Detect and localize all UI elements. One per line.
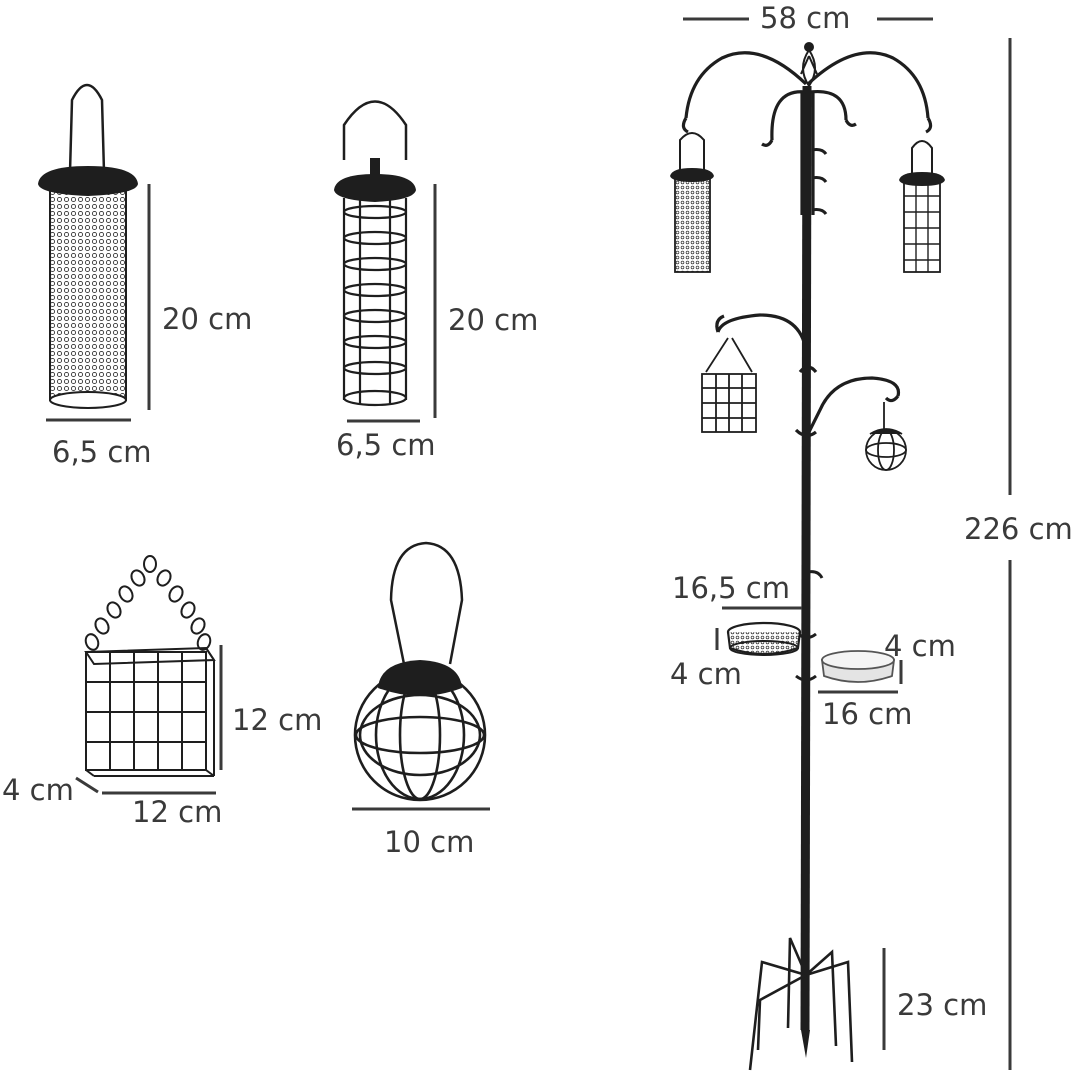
tube-lid xyxy=(38,166,138,196)
feeding-station-pole xyxy=(670,42,945,1071)
mesh-tube-width-label: 6,5 cm xyxy=(52,435,152,469)
hanger-loop xyxy=(389,541,464,665)
cage-tube-width-dimension: 6,5 cm xyxy=(336,419,436,462)
cage-tube-height-dimension: 20 cm xyxy=(433,184,538,418)
suet-cage-depth-label: 4 cm xyxy=(2,773,74,807)
water-dish-depth-label: 4 cm xyxy=(884,629,956,663)
hanging-chain xyxy=(84,555,212,651)
water-dish-width-label: 16 cm xyxy=(822,697,912,731)
middle-left-hook xyxy=(715,313,818,374)
pole-finial xyxy=(804,42,814,52)
mesh-tray-depth-dimension: 4 cm xyxy=(670,628,742,691)
hanger-loop xyxy=(68,83,106,173)
mesh-tray-width-label: 16,5 cm xyxy=(672,571,790,605)
suet-cage-height-dimension: 12 cm xyxy=(219,645,322,770)
pole-width-label: 58 cm xyxy=(760,1,850,35)
mesh-tube-feeder xyxy=(38,83,138,409)
pole-width-dimension: 58 cm xyxy=(683,1,933,35)
cage-tube-width-label: 6,5 cm xyxy=(336,428,436,462)
tube-base xyxy=(49,391,127,409)
mesh-tube-body xyxy=(49,189,127,401)
small-ball-feeder xyxy=(865,402,907,471)
mesh-seed-tray xyxy=(726,621,802,656)
water-dish xyxy=(820,650,896,683)
mesh-tray-width-dimension: 16,5 cm xyxy=(672,571,802,610)
stake-depth-label: 23 cm xyxy=(897,988,987,1022)
suet-cage-width-label: 12 cm xyxy=(132,795,222,829)
pole-twist-ornament xyxy=(800,48,818,88)
right-hanging-cage-feeder xyxy=(899,140,945,273)
mesh-tube-height-dimension: 20 cm xyxy=(147,184,252,410)
ball-feeder xyxy=(353,541,487,802)
mesh-tray-depth-label: 4 cm xyxy=(670,657,742,691)
cage-tube-height-label: 20 cm xyxy=(448,303,538,337)
hanger-loop xyxy=(342,100,408,160)
top-hook-arms xyxy=(681,51,933,215)
pole-height-label: 226 cm xyxy=(964,512,1073,546)
cage-tube-feeder xyxy=(334,100,416,407)
cage-hanger-post xyxy=(370,158,380,178)
suet-cage-grid xyxy=(84,646,216,777)
pole-shaft xyxy=(800,85,812,1031)
water-dish-depth-dimension: 4 cm xyxy=(884,629,956,684)
suet-cage-height-label: 12 cm xyxy=(232,703,322,737)
ground-stake-legs xyxy=(748,937,854,1071)
pole-brackets xyxy=(811,148,828,215)
suet-cage-width-dimension: 12 cm xyxy=(102,791,222,829)
mesh-tube-height-label: 20 cm xyxy=(162,302,252,336)
ball-lid xyxy=(378,660,462,696)
cage-tube-bars xyxy=(342,198,408,407)
suet-cage-depth-dimension: 4 cm xyxy=(2,773,99,807)
left-hanging-mesh-feeder xyxy=(670,132,714,273)
pole-spike xyxy=(801,1030,810,1058)
mesh-tube-width-dimension: 6,5 cm xyxy=(46,418,152,469)
suet-cage-feeder xyxy=(84,555,216,777)
water-dish-width-dimension: 16 cm xyxy=(818,690,912,731)
pole-height-dimension: 226 cm xyxy=(964,38,1073,1070)
middle-right-hook xyxy=(794,376,901,439)
ball-feeder-width-dimension: 10 cm xyxy=(352,807,490,859)
small-suet-cage xyxy=(701,337,757,433)
ball-feeder-width-label: 10 cm xyxy=(384,825,474,859)
tube-lid xyxy=(334,174,416,202)
stake-depth-dimension: 23 cm xyxy=(882,948,987,1050)
